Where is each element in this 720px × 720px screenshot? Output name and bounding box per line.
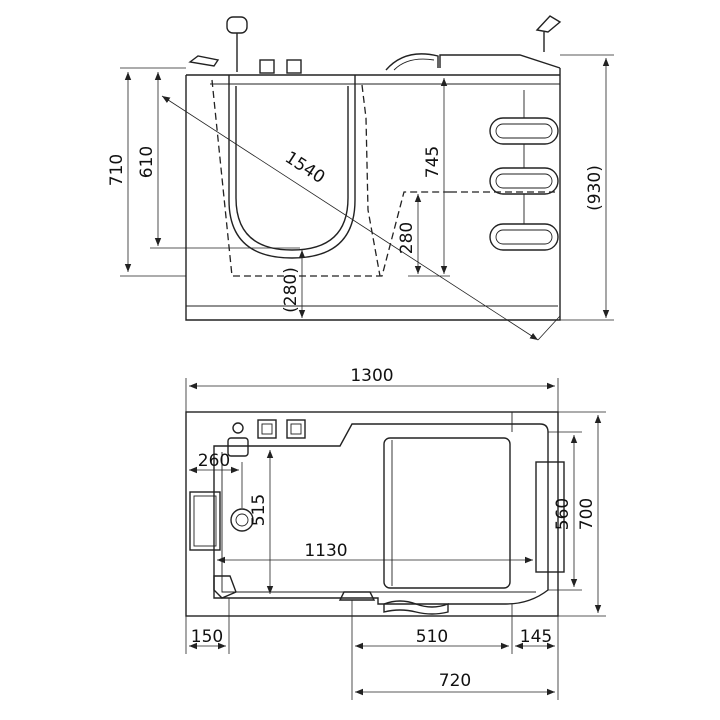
shower-knob-icon (232, 422, 244, 434)
handrail-2 (489, 167, 559, 195)
dim-label-610: 610 (137, 146, 157, 178)
side-view: 710 610 1540 745 280 (280) (930) (107, 15, 614, 341)
dim-label-510: 510 (416, 627, 448, 647)
basin-inner-line (221, 452, 536, 593)
headrest-icon (385, 53, 439, 71)
handrail-3 (489, 223, 559, 251)
dim-label-260: 260 (198, 451, 230, 471)
dim-label-930: (930) (585, 165, 605, 211)
shower-holder-icon (227, 437, 249, 457)
faucet-group (188, 15, 562, 74)
top-view: 1300 260 515 1130 560 700 150 510 (185, 366, 606, 700)
dim-label-710: 710 (107, 154, 127, 186)
control-box-inner (193, 495, 217, 547)
tub-top-outline (185, 411, 559, 617)
corner-fitting-icon (213, 575, 237, 599)
dim-label-280: 280 (397, 222, 417, 254)
control-box-icon (189, 491, 221, 551)
tap-right-top-icon (286, 419, 306, 439)
handrail-1 (489, 117, 559, 145)
dim-line-1540 (161, 95, 539, 341)
handrail-2-inner (495, 173, 553, 189)
door-handle-icon (383, 600, 449, 615)
drain-inner-icon (235, 513, 249, 527)
dim-label-145: 145 (520, 627, 552, 647)
shower-head-icon (226, 16, 248, 34)
handrail-group (489, 90, 559, 251)
dim-label-515: 515 (249, 494, 269, 526)
pillow-handle-icon (535, 15, 562, 52)
door-latch-icon (338, 591, 376, 601)
headrest-inner (393, 58, 435, 71)
dim-label-560: 560 (553, 498, 573, 530)
drain-outer-icon (230, 508, 254, 532)
seat-hidden (361, 84, 381, 277)
dim-label-280-paren: (280) (281, 267, 301, 313)
dim-label-745: 745 (423, 146, 443, 178)
right-rim-top (439, 54, 561, 69)
spout-icon (188, 55, 220, 67)
tap-right-icon (286, 59, 302, 74)
tap-left-top-icon (257, 419, 277, 439)
dim-label-1540: 1540 (281, 148, 328, 188)
handrail-3-inner (495, 229, 553, 245)
tap-left-top-inner (261, 423, 273, 435)
seat-block (535, 461, 565, 573)
dim-label-1300: 1300 (350, 366, 393, 386)
dim-label-150: 150 (191, 627, 223, 647)
tap-left-icon (259, 59, 275, 74)
dim-label-700: 700 (577, 498, 597, 530)
dim-label-1130: 1130 (304, 541, 347, 561)
handrail-1-inner (495, 123, 553, 139)
dim-label-720: 720 (439, 671, 471, 691)
tap-right-top-inner (290, 423, 302, 435)
door-top-outline (383, 437, 511, 589)
